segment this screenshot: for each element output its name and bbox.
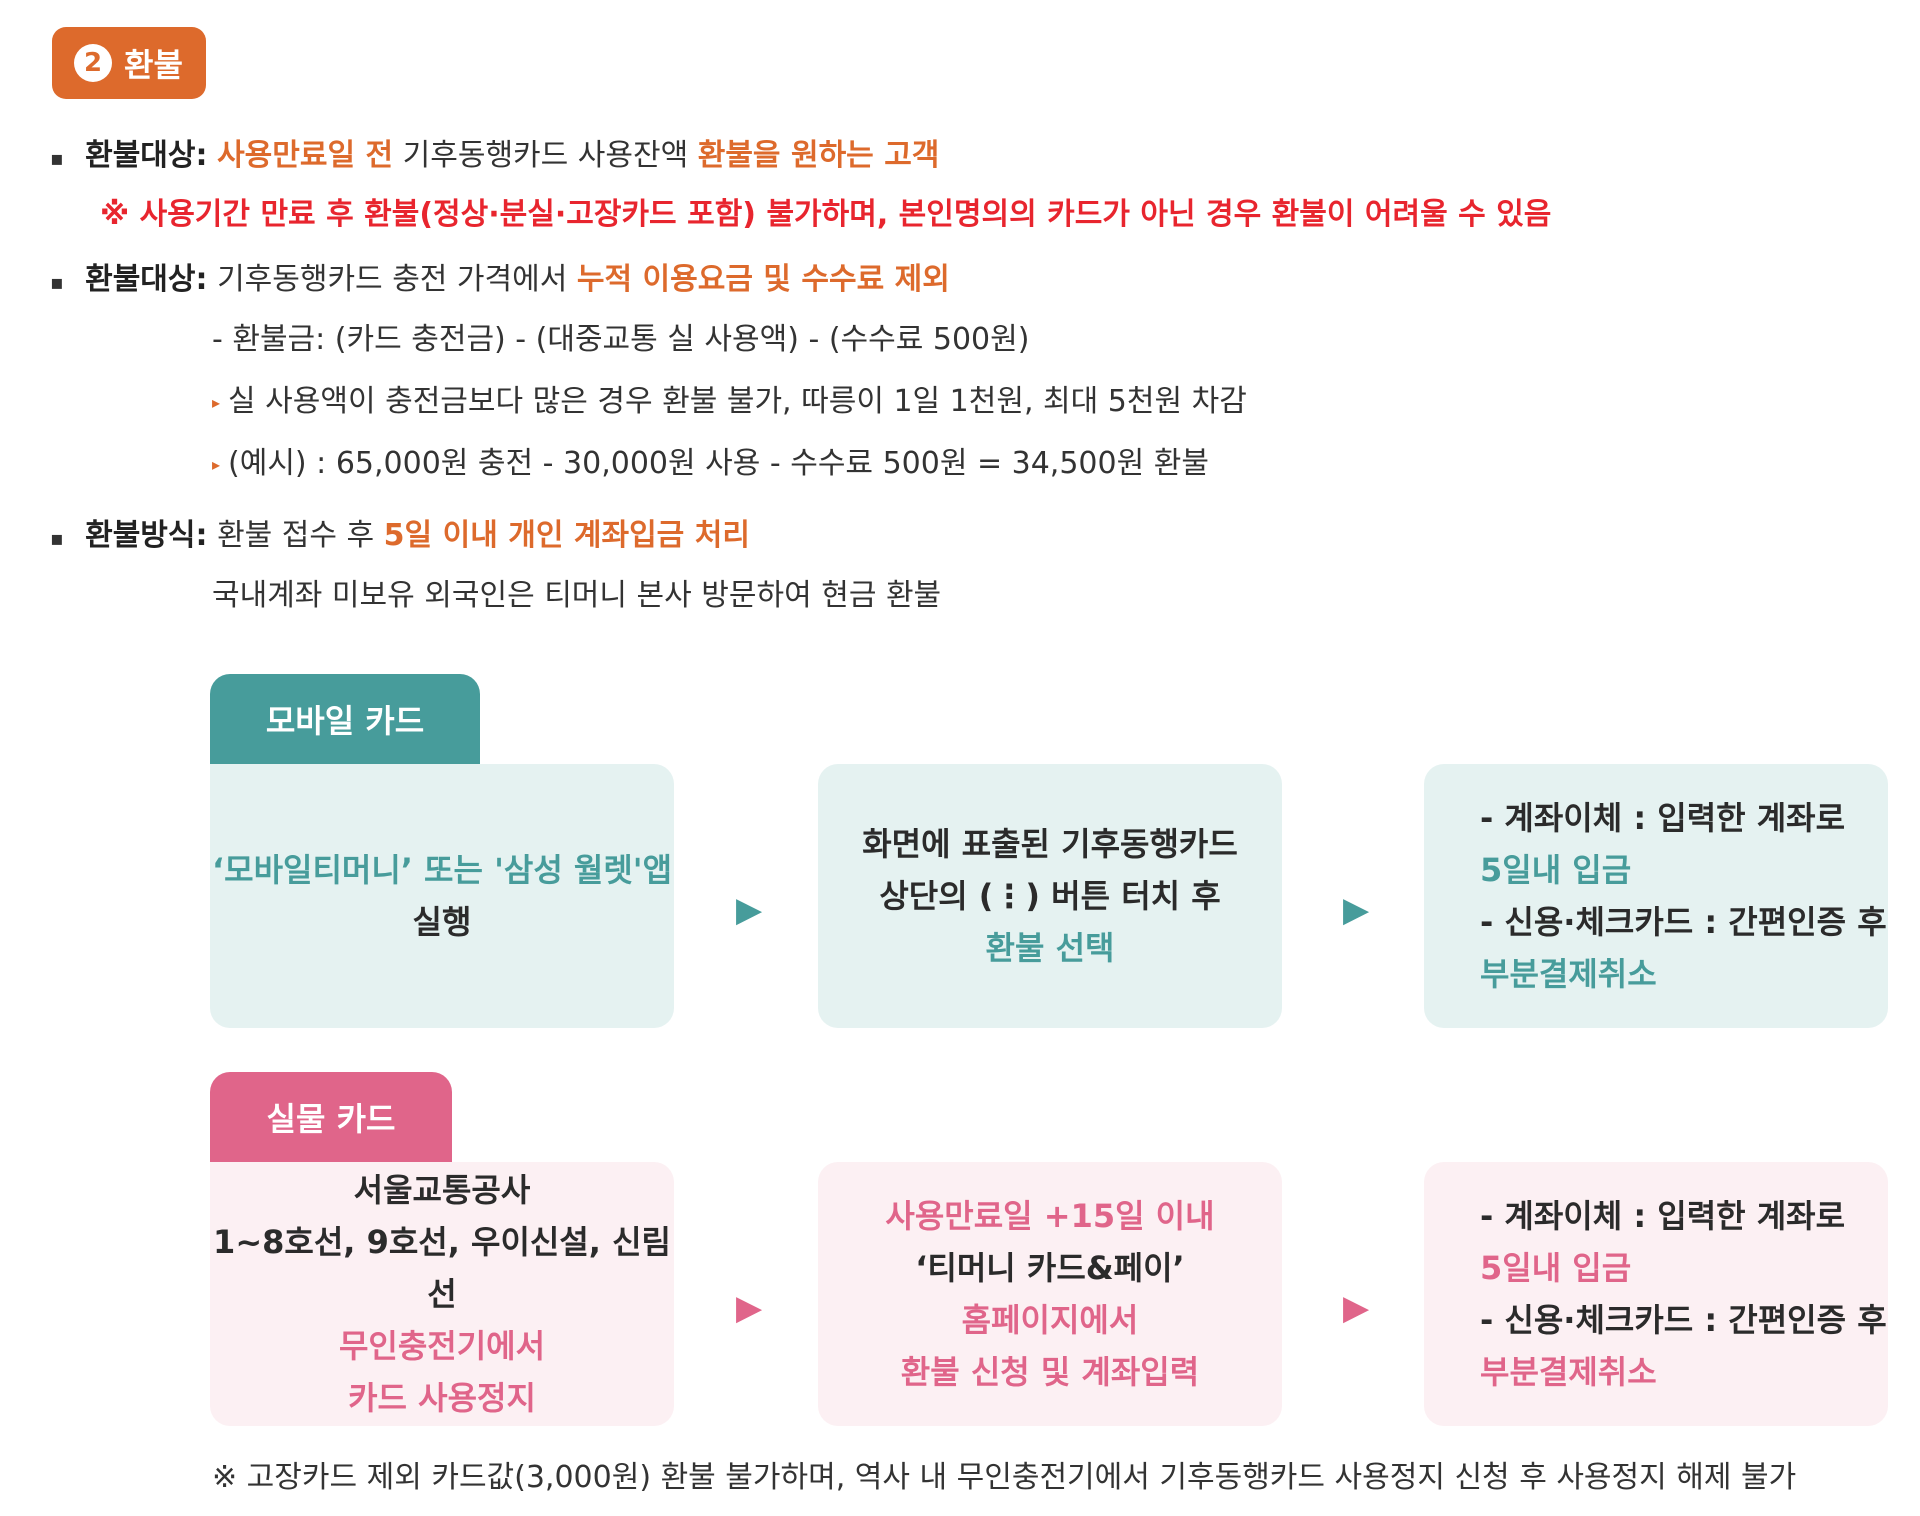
refund-notice: ※ 사용기간 만료 후 환불(정상·분실·고장카드 포함) 불가하며, 본인명의… [100,197,1552,232]
physical-step-1-line3: 무인충전기에서 [338,1327,546,1365]
section-number: 2 [74,44,112,82]
physical-step-3-line4: 부분결제취소 [1480,1353,1657,1391]
physical-step-1-line4: 카드 사용정지 [348,1379,536,1417]
arrow-right-icon: ▶ [1343,1288,1370,1328]
refund-target-highlight-1: 사용만료일 전 [217,138,394,173]
bullet-icon: ▪ [50,270,64,294]
mobile-step-2: 화면에 표출된 기후동행카드 상단의 (⋮) 버튼 터치 후 환불 선택 [818,764,1282,1028]
refund-formula: - 환불금: (카드 충전금) - (대중교통 실 사용액) - (수수료 50… [212,322,1030,357]
section-title: 환불 [124,46,183,84]
physical-step-1-line2: 1~8호선, 9호선, 우이신설, 신림선 [213,1223,671,1313]
arrow-right-icon: ▶ [736,1288,763,1328]
physical-step-2-line3: 홈페이지에서 [961,1301,1139,1339]
refund-amount-row: ▪ 환불대상: 기후동행카드 충전 가격에서 누적 이용요금 및 수수료 제외 [50,260,950,302]
physical-step-3: - 계좌이체 : 입력한 계좌로 5일내 입금 - 신용·체크카드 : 간편인증… [1424,1162,1888,1426]
tab-physical-card: 실물 카드 [210,1072,452,1162]
mobile-step-2-line3: 환불 선택 [985,929,1115,967]
refund-target-label: 환불대상: [85,138,208,173]
refund-method-foreigner: 국내계좌 미보유 외국인은 티머니 본사 방문하여 현금 환불 [212,578,942,613]
refund-target-text: 기후동행카드 사용잔액 [393,138,698,173]
physical-step-2-line4: 환불 신청 및 계좌입력 [900,1353,1200,1391]
mobile-step-3-line4: 부분결제취소 [1480,955,1657,993]
refund-target-row: ▪ 환불대상: 사용만료일 전 기후동행카드 사용잔액 환불을 원하는 고객 [50,136,939,178]
refund-method-row: ▪ 환불방식: 환불 접수 후 5일 이내 개인 계좌입금 처리 [50,516,750,558]
physical-step-3-line2: 5일내 입금 [1480,1249,1632,1287]
mobile-step-3-line3: - 신용·체크카드 : 간편인증 후 [1480,903,1887,941]
refund-method-label: 환불방식: [85,518,208,553]
physical-step-1: 서울교통공사 1~8호선, 9호선, 우이신설, 신림선 무인충전기에서 카드 … [210,1162,674,1426]
mobile-step-3-line1: - 계좌이체 : 입력한 계좌로 [1480,799,1846,837]
refund-amount-highlight: 누적 이용요금 및 수수료 제외 [576,262,950,297]
physical-step-2: 사용만료일 +15일 이내 ‘티머니 카드&페이’ 홈페이지에서 환불 신청 및… [818,1162,1282,1426]
triangle-bullet-icon: ▸ [212,454,221,474]
bullet-icon: ▪ [50,146,64,170]
refund-amount-text: 기후동행카드 충전 가격에서 [217,262,577,297]
refund-target-highlight-2: 환불을 원하는 고객 [697,138,940,173]
refund-note-1-text: 실 사용액이 충전금보다 많은 경우 환불 불가, 따릉이 1일 1천원, 최대… [228,384,1247,419]
mobile-step-1: ‘모바일티머니’ 또는 '삼성 월렛'앱 실행 [210,764,674,1028]
arrow-right-icon: ▶ [1343,890,1370,930]
physical-step-1-line1: 서울교통공사 [353,1171,531,1209]
refund-note-1: ▸ 실 사용액이 충전금보다 많은 경우 환불 불가, 따릉이 1일 1천원, 최… [212,382,1247,423]
physical-step-3-line1: - 계좌이체 : 입력한 계좌로 [1480,1197,1846,1235]
tab-mobile-card: 모바일 카드 [210,674,480,764]
bullet-icon: ▪ [50,526,64,550]
mobile-step-2-line2: 상단의 (⋮) 버튼 터치 후 [879,877,1221,915]
mobile-step-3-line2: 5일내 입금 [1480,851,1632,889]
refund-amount-label: 환불대상: [85,262,208,297]
physical-step-2-line2: ‘티머니 카드&페이’ [915,1249,1185,1287]
mobile-step-1-line2: 실행 [412,903,472,941]
refund-method-text: 환불 접수 후 [217,518,384,553]
section-badge: 2 환불 [52,27,206,99]
mobile-step-2-line1: 화면에 표출된 기후동행카드 [862,825,1238,863]
physical-step-3-line3: - 신용·체크카드 : 간편인증 후 [1480,1301,1887,1339]
triangle-bullet-icon: ▸ [212,392,221,412]
mobile-step-1-line1: ‘모바일티머니’ 또는 '삼성 월렛'앱 [211,851,673,889]
physical-step-2-line1: 사용만료일 +15일 이내 [885,1197,1215,1235]
refund-example: ▸ (예시) : 65,000원 충전 - 30,000원 사용 - 수수료 50… [212,444,1209,485]
footer-note: ※ 고장카드 제외 카드값(3,000원) 환불 불가하며, 역사 내 무인충전… [212,1460,1797,1495]
refund-example-text: (예시) : 65,000원 충전 - 30,000원 사용 - 수수료 500… [228,446,1209,481]
refund-method-highlight: 5일 이내 개인 계좌입금 처리 [383,518,750,553]
mobile-step-3: - 계좌이체 : 입력한 계좌로 5일내 입금 - 신용·체크카드 : 간편인증… [1424,764,1888,1028]
arrow-right-icon: ▶ [736,890,763,930]
